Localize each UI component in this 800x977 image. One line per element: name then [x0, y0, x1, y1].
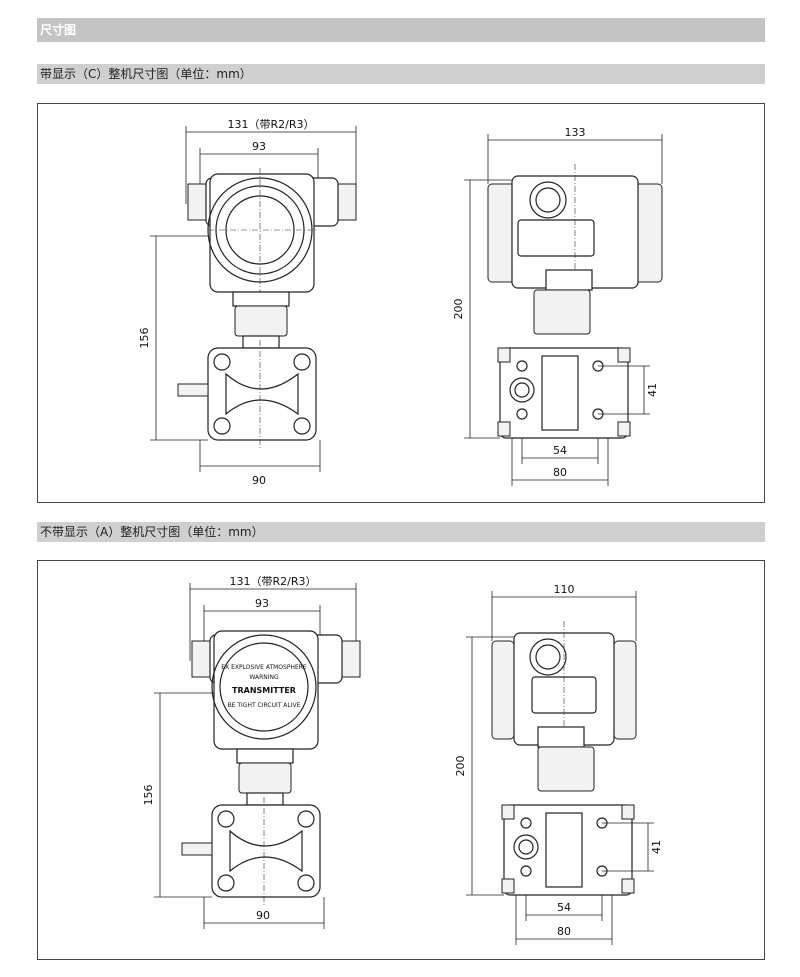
section-a-title: 不带显示（A）整机尺寸图（单位：mm）: [40, 525, 264, 539]
section-c-title-bar: 带显示（C）整机尺寸图（单位：mm）: [37, 64, 765, 84]
label-line-3: TRANSMITTER: [232, 686, 296, 695]
dim-54-c: 54: [553, 444, 567, 457]
dim-156-a: 156: [142, 785, 155, 806]
section-c-title: 带显示（C）整机尺寸图（单位：mm）: [40, 67, 252, 81]
dim-93-c: 93: [252, 140, 266, 153]
side-view-c: 133: [452, 126, 663, 486]
section-a-drawing-frame: 131（带R2/R3） 93 EX EXPLOSIVE ATMOSPHERE W…: [37, 560, 765, 960]
dim-200-a: 200: [454, 756, 467, 777]
header-bar: 尺寸图: [37, 18, 765, 42]
side-view-a: 110 200: [454, 583, 663, 945]
dim-133-c: 133: [565, 126, 586, 139]
dim-156-c: 156: [138, 328, 151, 349]
label-line-4: BE TIGHT CIRCUIT ALIVE: [228, 702, 301, 709]
front-view-c: 131（带R2/R3） 93: [138, 118, 357, 487]
dim-80-c: 80: [553, 466, 567, 479]
label-line-2: WARNING: [249, 674, 279, 681]
dim-41-a: 41: [650, 840, 663, 854]
section-c-drawing-frame: 131（带R2/R3） 93: [37, 103, 765, 503]
header-title: 尺寸图: [40, 23, 77, 37]
section-c-drawing: 131（带R2/R3） 93: [138, 118, 663, 487]
dim-90-c: 90: [252, 474, 266, 487]
dim-200-c: 200: [452, 299, 465, 320]
dim-110-a: 110: [554, 583, 575, 596]
section-a-drawing: 131（带R2/R3） 93 EX EXPLOSIVE ATMOSPHERE W…: [142, 575, 663, 945]
front-view-a: 131（带R2/R3） 93 EX EXPLOSIVE ATMOSPHERE W…: [142, 575, 361, 929]
dim-90-a: 90: [256, 909, 270, 922]
dim-41-c: 41: [646, 383, 659, 397]
dim-131-c: 131（带R2/R3）: [228, 118, 315, 131]
dim-93-a: 93: [255, 597, 269, 610]
dim-131-a: 131（带R2/R3）: [230, 575, 317, 588]
dim-80-a: 80: [557, 925, 571, 938]
section-a-title-bar: 不带显示（A）整机尺寸图（单位：mm）: [37, 522, 765, 542]
label-line-1: EX EXPLOSIVE ATMOSPHERE: [221, 664, 307, 671]
dim-54-a: 54: [557, 901, 571, 914]
